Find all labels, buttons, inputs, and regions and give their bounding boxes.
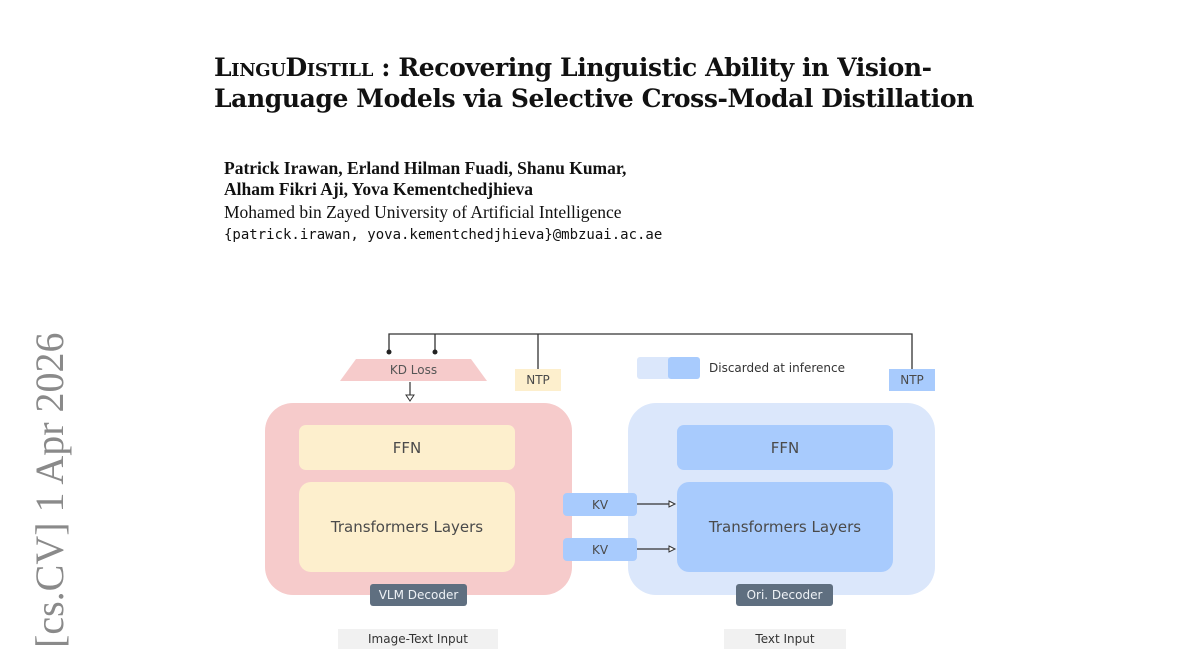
ntp-right-box: NTP <box>889 369 935 391</box>
title-line-1-rest: : Recovering Linguistic Ability in Visio… <box>372 53 932 82</box>
legend-label: Discarded at inference <box>709 361 845 375</box>
ori-ffn-block: FFN <box>677 425 893 470</box>
ori-transformer-layers-block: Transformers Layers <box>677 482 893 572</box>
ori-decoder-tag: Ori. Decoder <box>736 584 833 606</box>
affiliation: Mohamed bin Zayed University of Artifici… <box>224 202 622 222</box>
kd-input-dot-1 <box>386 349 392 355</box>
title-line-1: LinguDistill : Recovering Linguistic Abi… <box>214 52 974 83</box>
kd-loss-label: KD Loss <box>389 363 438 377</box>
image-text-input-label: Image-Text Input <box>338 629 498 649</box>
kd-down-arrow-head <box>405 394 415 402</box>
paper-title: LinguDistill : Recovering Linguistic Abi… <box>214 52 974 114</box>
ntp-left-box: NTP <box>515 369 561 391</box>
kv-cache-box-1: KV <box>563 493 637 516</box>
arrow-head-kv2-ori <box>668 545 677 553</box>
kv-cache-box-2: KV <box>563 538 637 561</box>
kd-loss-trapezoid <box>340 359 487 381</box>
legend-swatch-blue <box>668 357 700 379</box>
authors-line-2: Alham Fikri Aji, Yova Kementchedjhieva <box>224 179 533 199</box>
author-list: Patrick Irawan, Erland Hilman Fuadi, Sha… <box>224 158 626 200</box>
feedback-line-outer <box>388 333 913 369</box>
contact-email: {patrick.irawan, yova.kementchedjhieva}@… <box>224 227 663 243</box>
vlm-transformer-layers-block: Transformers Layers <box>299 482 515 572</box>
title-method-name: LinguDistill <box>214 53 373 82</box>
arrow-head-kv1-ori <box>668 500 677 508</box>
vlm-ffn-block: FFN <box>299 425 515 470</box>
kd-input-dot-2 <box>432 349 438 355</box>
text-input-label: Text Input <box>724 629 846 649</box>
authors-line-1: Patrick Irawan, Erland Hilman Fuadi, Sha… <box>224 158 627 178</box>
legend-swatch-light-blue <box>637 357 671 379</box>
vlm-decoder-tag: VLM Decoder <box>370 584 467 606</box>
title-line-2: Language Models via Selective Cross-Moda… <box>214 84 974 113</box>
